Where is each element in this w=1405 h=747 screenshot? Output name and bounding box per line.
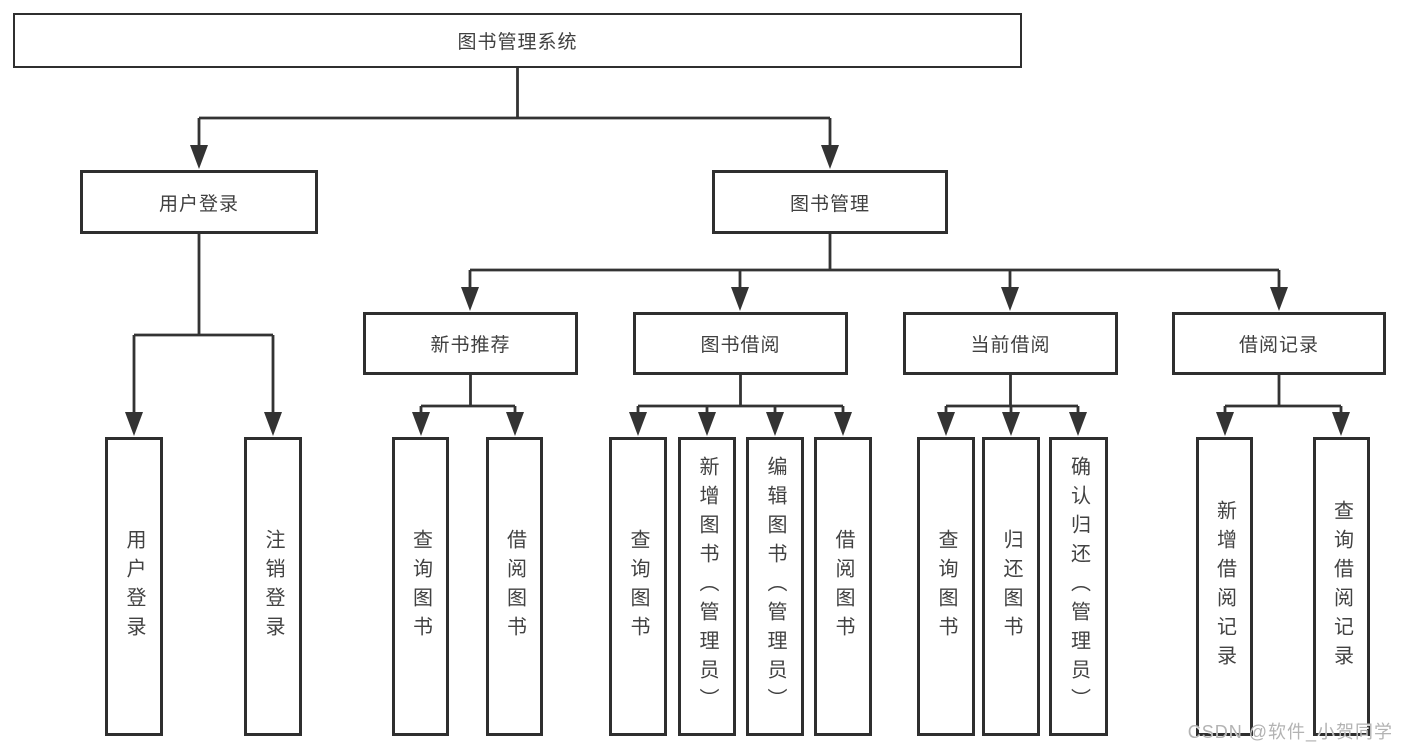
node-new-book-recommendation: 新书推荐 (363, 312, 578, 375)
node-book-management-branch: 图书管理 (712, 170, 948, 234)
leaf-add-borrow-record: 新增借阅记录 (1196, 437, 1253, 736)
node-label: 查询图书 (409, 528, 432, 645)
node-borrowing-records: 借阅记录 (1172, 312, 1386, 375)
node-label: 查询图书 (935, 528, 957, 645)
connector-root-to-level2 (197, 68, 832, 150)
node-label: 归还图书 (1000, 528, 1022, 645)
node-label: 借阅图书 (503, 528, 526, 645)
node-label: 注销登录 (262, 528, 284, 645)
node-label: 用户登录 (158, 193, 239, 215)
arrowheads (125, 145, 1350, 436)
leaf-query-books-borrowing: 查询图书 (609, 437, 667, 736)
node-label: 用户登录 (123, 528, 145, 645)
node-label: 当前借阅 (970, 335, 1051, 356)
node-library-management-system: 图书管理系统 (13, 13, 1022, 68)
node-label: 编辑图书（管理员） (764, 456, 786, 717)
leaf-return-book: 归还图书 (982, 437, 1040, 736)
leaf-edit-book-admin: 编辑图书（管理员） (746, 437, 804, 736)
node-book-borrowing: 图书借阅 (633, 312, 848, 375)
node-label: 查询借阅记录 (1330, 499, 1353, 674)
node-label: 查询图书 (627, 528, 649, 645)
node-current-borrowing: 当前借阅 (903, 312, 1118, 375)
connector-newbookrec-to-leaves (419, 375, 517, 420)
leaf-user-login: 用户登录 (105, 437, 163, 736)
node-label: 图书借阅 (700, 335, 781, 356)
connector-bookmgmt-to-level3 (468, 234, 1281, 292)
node-label: 新增图书（管理员） (696, 456, 718, 717)
csdn-watermark: CSDN @软件_小贺同学 (1187, 722, 1393, 742)
leaf-logout: 注销登录 (244, 437, 302, 736)
node-label: 图书管理系统 (457, 32, 578, 53)
node-label: 借阅记录 (1238, 335, 1319, 356)
leaf-borrow-books-borrowing: 借阅图书 (814, 437, 872, 736)
connector-bookborrow-to-leaves (636, 375, 845, 420)
node-user-login-branch: 用户登录 (80, 170, 318, 234)
leaf-add-book-admin: 新增图书（管理员） (678, 437, 736, 736)
node-label: 图书管理 (789, 193, 870, 215)
node-label: 新增借阅记录 (1213, 499, 1236, 674)
leaf-query-borrow-record: 查询借阅记录 (1313, 437, 1370, 736)
leaf-query-books-current: 查询图书 (917, 437, 975, 736)
connector-borrowrecords-to-leaves (1223, 375, 1343, 420)
connector-userlogin-to-leaves (132, 234, 275, 418)
node-label: 借阅图书 (832, 528, 854, 645)
leaf-query-books-newrec: 查询图书 (392, 437, 449, 736)
leaf-borrow-books-newrec: 借阅图书 (486, 437, 543, 736)
node-label: 新书推荐 (430, 335, 511, 356)
node-label: 确认归还（管理员） (1067, 456, 1090, 717)
leaf-confirm-return-admin: 确认归还（管理员） (1049, 437, 1108, 736)
